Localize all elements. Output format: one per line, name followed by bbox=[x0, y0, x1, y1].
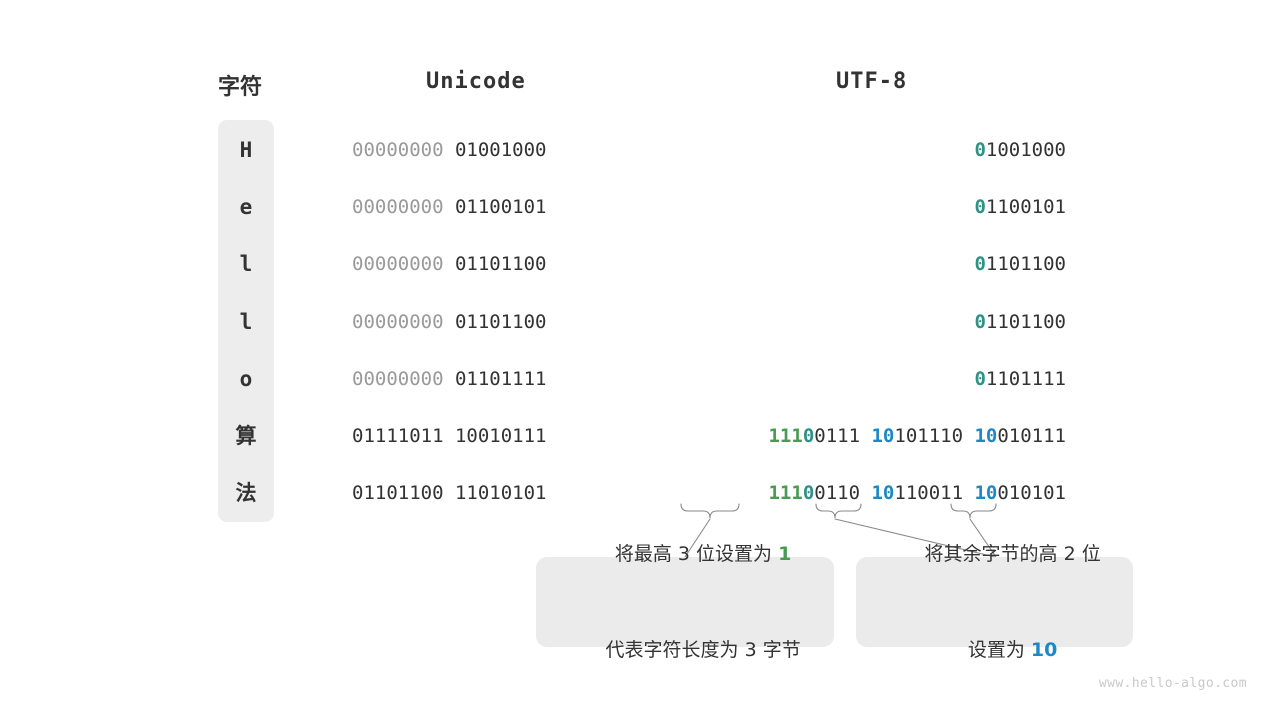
character-cell: 法 bbox=[235, 481, 257, 506]
utf8-cell: 11100110 10110011 10010101 bbox=[768, 479, 1066, 507]
utf8-payload-bits: 1101100 bbox=[985, 310, 1066, 333]
character-cell: o bbox=[239, 366, 253, 391]
unicode-high-byte: 01101100 bbox=[352, 482, 444, 505]
callout-highlight: 1 bbox=[778, 543, 792, 565]
character-cell: H bbox=[239, 138, 253, 162]
utf8-prefix-bits: 111 bbox=[768, 425, 803, 447]
utf8-byte: 10110011 bbox=[871, 482, 963, 504]
utf8-prefix-terminator-bit: 0 bbox=[802, 482, 815, 505]
callout-line-2: 设置为 10 bbox=[932, 602, 1058, 698]
character-cell: l bbox=[239, 252, 253, 277]
utf8-prefix-bits: 0 bbox=[974, 196, 986, 219]
utf8-payload-bits: 1100101 bbox=[985, 196, 1066, 219]
unicode-cell: 00000000 01100101 bbox=[352, 193, 546, 221]
callout-line-1: 将其余字节的高 2 位 bbox=[888, 506, 1101, 602]
character-cell: l bbox=[239, 309, 253, 334]
callout-text: 代表字符长度为 3 字节 bbox=[605, 639, 801, 661]
column-header-unicode: Unicode bbox=[426, 69, 526, 94]
utf8-byte: 10010101 bbox=[974, 482, 1066, 504]
character-cell: 算 bbox=[235, 424, 257, 448]
utf8-cell: 01101100 bbox=[974, 308, 1066, 336]
unicode-cell: 00000000 01001000 bbox=[352, 136, 546, 164]
utf8-prefix-bits: 0 bbox=[974, 139, 986, 161]
callout-highlight: 10 bbox=[1030, 639, 1058, 661]
utf8-payload-bits: 0110 bbox=[814, 482, 861, 505]
utf8-prefix-bits: 10 bbox=[974, 425, 998, 447]
utf8-cell: 01101100 bbox=[974, 250, 1066, 278]
callout-text: 将最高 3 位设置为 bbox=[614, 543, 779, 565]
utf8-payload-bits: 1101111 bbox=[985, 367, 1066, 390]
utf8-prefix-bits: 10 bbox=[871, 425, 895, 447]
utf8-byte: 11100111 bbox=[768, 425, 860, 447]
utf8-cell: 01001000 bbox=[974, 136, 1066, 164]
utf8-payload-bits: 010101 bbox=[997, 482, 1066, 505]
unicode-low-byte: 01101100 bbox=[454, 253, 547, 276]
callout-leading-byte: 将最高 3 位设置为 1 代表字符长度为 3 字节 bbox=[536, 543, 834, 661]
callout-line-2: 代表字符长度为 3 字节 bbox=[569, 602, 801, 698]
utf8-prefix-bits: 0 bbox=[974, 310, 986, 333]
utf8-byte: 01101100 bbox=[974, 253, 1066, 275]
unicode-low-byte: 01101100 bbox=[454, 310, 547, 333]
utf8-byte: 10010111 bbox=[974, 425, 1066, 447]
utf8-byte: 01101111 bbox=[974, 368, 1066, 390]
unicode-low-byte: 11010101 bbox=[454, 482, 547, 505]
unicode-high-byte: 01111011 bbox=[352, 425, 444, 447]
utf8-prefix-bits: 0 bbox=[974, 253, 986, 276]
unicode-cell: 00000000 01101100 bbox=[352, 250, 546, 278]
utf8-prefix-bits: 111 bbox=[768, 482, 803, 505]
utf8-byte: 01100101 bbox=[974, 196, 1066, 218]
unicode-cell: 01111011 10010111 bbox=[352, 422, 546, 450]
unicode-cell: 00000000 01101111 bbox=[352, 365, 546, 393]
utf8-cell: 01100101 bbox=[974, 193, 1066, 221]
unicode-low-byte: 01101111 bbox=[454, 367, 547, 390]
utf8-byte: 01101100 bbox=[974, 311, 1066, 333]
utf8-payload-bits: 0111 bbox=[814, 425, 861, 447]
utf8-prefix-terminator-bit: 0 bbox=[802, 425, 815, 447]
utf8-prefix-bits: 0 bbox=[974, 367, 986, 390]
utf8-byte: 01001000 bbox=[974, 139, 1066, 161]
unicode-low-byte: 01100101 bbox=[454, 196, 547, 219]
callout-text: 设置为 bbox=[967, 639, 1031, 661]
column-header-character: 字符 bbox=[218, 75, 263, 100]
unicode-high-byte: 00000000 bbox=[352, 139, 444, 161]
unicode-high-byte: 00000000 bbox=[352, 253, 444, 276]
utf8-byte: 10101110 bbox=[871, 425, 963, 447]
utf8-prefix-bits: 10 bbox=[974, 482, 998, 505]
unicode-low-byte: 01001000 bbox=[454, 139, 547, 161]
utf8-payload-bits: 1001000 bbox=[985, 139, 1066, 161]
callout-line-1: 将最高 3 位设置为 1 bbox=[579, 506, 792, 602]
utf8-byte: 11100110 bbox=[768, 482, 860, 504]
unicode-cell: 00000000 01101100 bbox=[352, 308, 546, 336]
utf8-payload-bits: 1101100 bbox=[985, 253, 1066, 276]
unicode-high-byte: 00000000 bbox=[352, 310, 444, 333]
site-watermark: www.hello-algo.com bbox=[1098, 676, 1247, 691]
callout-text: 将其余字节的高 2 位 bbox=[924, 543, 1101, 565]
utf8-payload-bits: 101110 bbox=[894, 425, 964, 447]
utf8-cell: 01101111 bbox=[974, 365, 1066, 393]
unicode-low-byte: 10010111 bbox=[454, 425, 547, 447]
character-column-panel bbox=[218, 120, 274, 522]
utf8-cell: 11100111 10101110 10010111 bbox=[768, 422, 1066, 450]
callout-continuation-byte: 将其余字节的高 2 位 设置为 10 bbox=[856, 543, 1133, 661]
character-cell: e bbox=[239, 195, 253, 220]
utf8-prefix-bits: 10 bbox=[871, 482, 895, 505]
column-header-utf8: UTF-8 bbox=[836, 69, 908, 94]
utf8-payload-bits: 010111 bbox=[997, 425, 1066, 447]
unicode-high-byte: 00000000 bbox=[352, 367, 444, 390]
utf8-payload-bits: 110011 bbox=[894, 482, 964, 505]
unicode-high-byte: 00000000 bbox=[352, 196, 444, 219]
unicode-cell: 01101100 11010101 bbox=[352, 479, 546, 507]
